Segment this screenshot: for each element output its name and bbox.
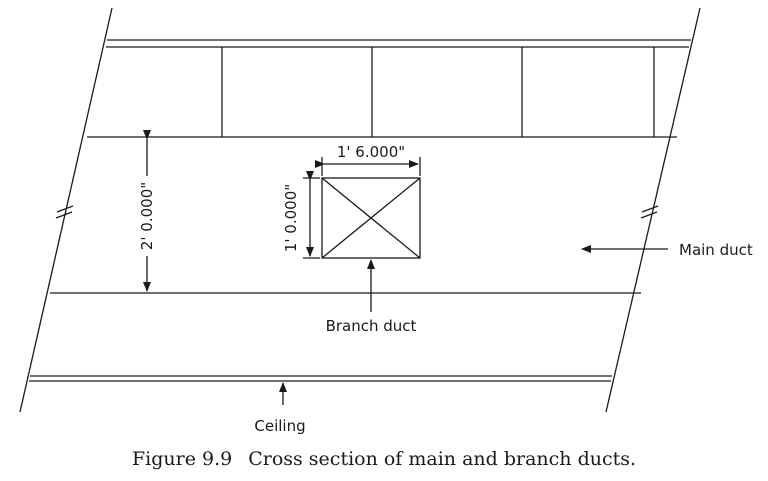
ceiling-label: Ceiling [254,417,305,435]
main-height-dimension-label: 2' 0.000" [138,182,156,250]
figure-caption-text: Cross section of main and branch ducts. [248,448,637,470]
branch-duct-diagonal-2 [321,177,421,259]
left-break-mark-1 [56,205,74,213]
main-height-text-mask [139,176,155,256]
height-dimension-label: 1' 0.000" [282,184,300,252]
left-break-line [19,7,113,413]
branch-duct-label: Branch duct [326,317,417,335]
width-dimension-label: 1' 6.000" [337,143,405,161]
left-break-mark-2 [55,211,73,219]
branch-duct-box [321,177,421,259]
figure-caption: Figure 9.9 Cross section of main and bran… [0,448,768,470]
figure-number: Figure 9.9 [131,448,233,470]
right-break-mark-2 [640,211,658,219]
right-break-line [605,7,701,413]
main-duct-label: Main duct [679,241,753,259]
right-break-mark-1 [641,205,659,213]
